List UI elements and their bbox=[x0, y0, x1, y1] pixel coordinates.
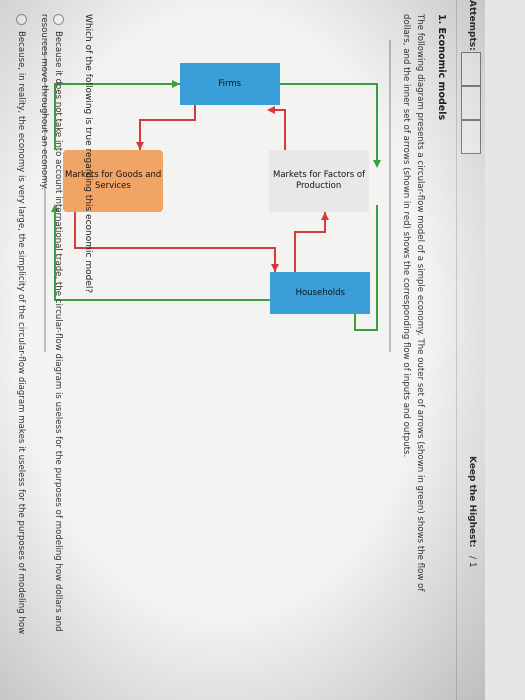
answer-option-1[interactable]: Because it does not take into account in… bbox=[37, 14, 65, 674]
red-arrowhead-4 bbox=[271, 264, 279, 272]
green-arrow-households-to-goods bbox=[54, 212, 270, 301]
red-arrow-households-to-factors bbox=[294, 212, 326, 272]
option-text: Because, in reality, the economy is very… bbox=[16, 31, 26, 635]
red-arrow-firms-to-goods bbox=[139, 105, 196, 150]
question-prompt: Which of the following is true regarding… bbox=[83, 14, 93, 294]
firms-box: Firms bbox=[180, 63, 280, 105]
rotated-screen: Attempts: Keep the Highest: / 1 1. Econo… bbox=[0, 0, 485, 700]
option-text: Because it does not take into account in… bbox=[39, 14, 63, 632]
red-arrowhead-2 bbox=[321, 212, 329, 220]
goods-market-box: Markets for Goods and Services bbox=[63, 150, 163, 212]
green-arrowhead-1 bbox=[373, 160, 381, 168]
red-arrowhead-3 bbox=[136, 142, 144, 150]
green-arrow-firms-to-factors bbox=[280, 83, 378, 160]
red-arrowhead-1 bbox=[267, 106, 275, 114]
goods-market-label: Markets for Goods and Services bbox=[64, 170, 162, 191]
red-arrow-goods-to-households bbox=[74, 212, 276, 272]
green-arrow-factors-to-households bbox=[354, 205, 378, 331]
households-box: Households bbox=[270, 272, 370, 314]
green-arrowhead-4 bbox=[172, 80, 180, 88]
circular-flow-diagram bbox=[44, 40, 391, 352]
green-arrow-goods-to-firms bbox=[54, 83, 180, 150]
factors-market-box: Markets for Factors of Production bbox=[269, 150, 369, 212]
factors-market-label: Markets for Factors of Production bbox=[272, 170, 366, 191]
radio-button[interactable] bbox=[53, 14, 64, 25]
firms-label: Firms bbox=[218, 78, 242, 89]
red-arrow-factors-to-firms bbox=[275, 109, 286, 168]
households-label: Households bbox=[295, 287, 345, 298]
green-arrowhead-3 bbox=[51, 204, 59, 212]
answer-option-2[interactable]: Because, in reality, the economy is very… bbox=[14, 14, 28, 674]
radio-button[interactable] bbox=[16, 14, 27, 25]
